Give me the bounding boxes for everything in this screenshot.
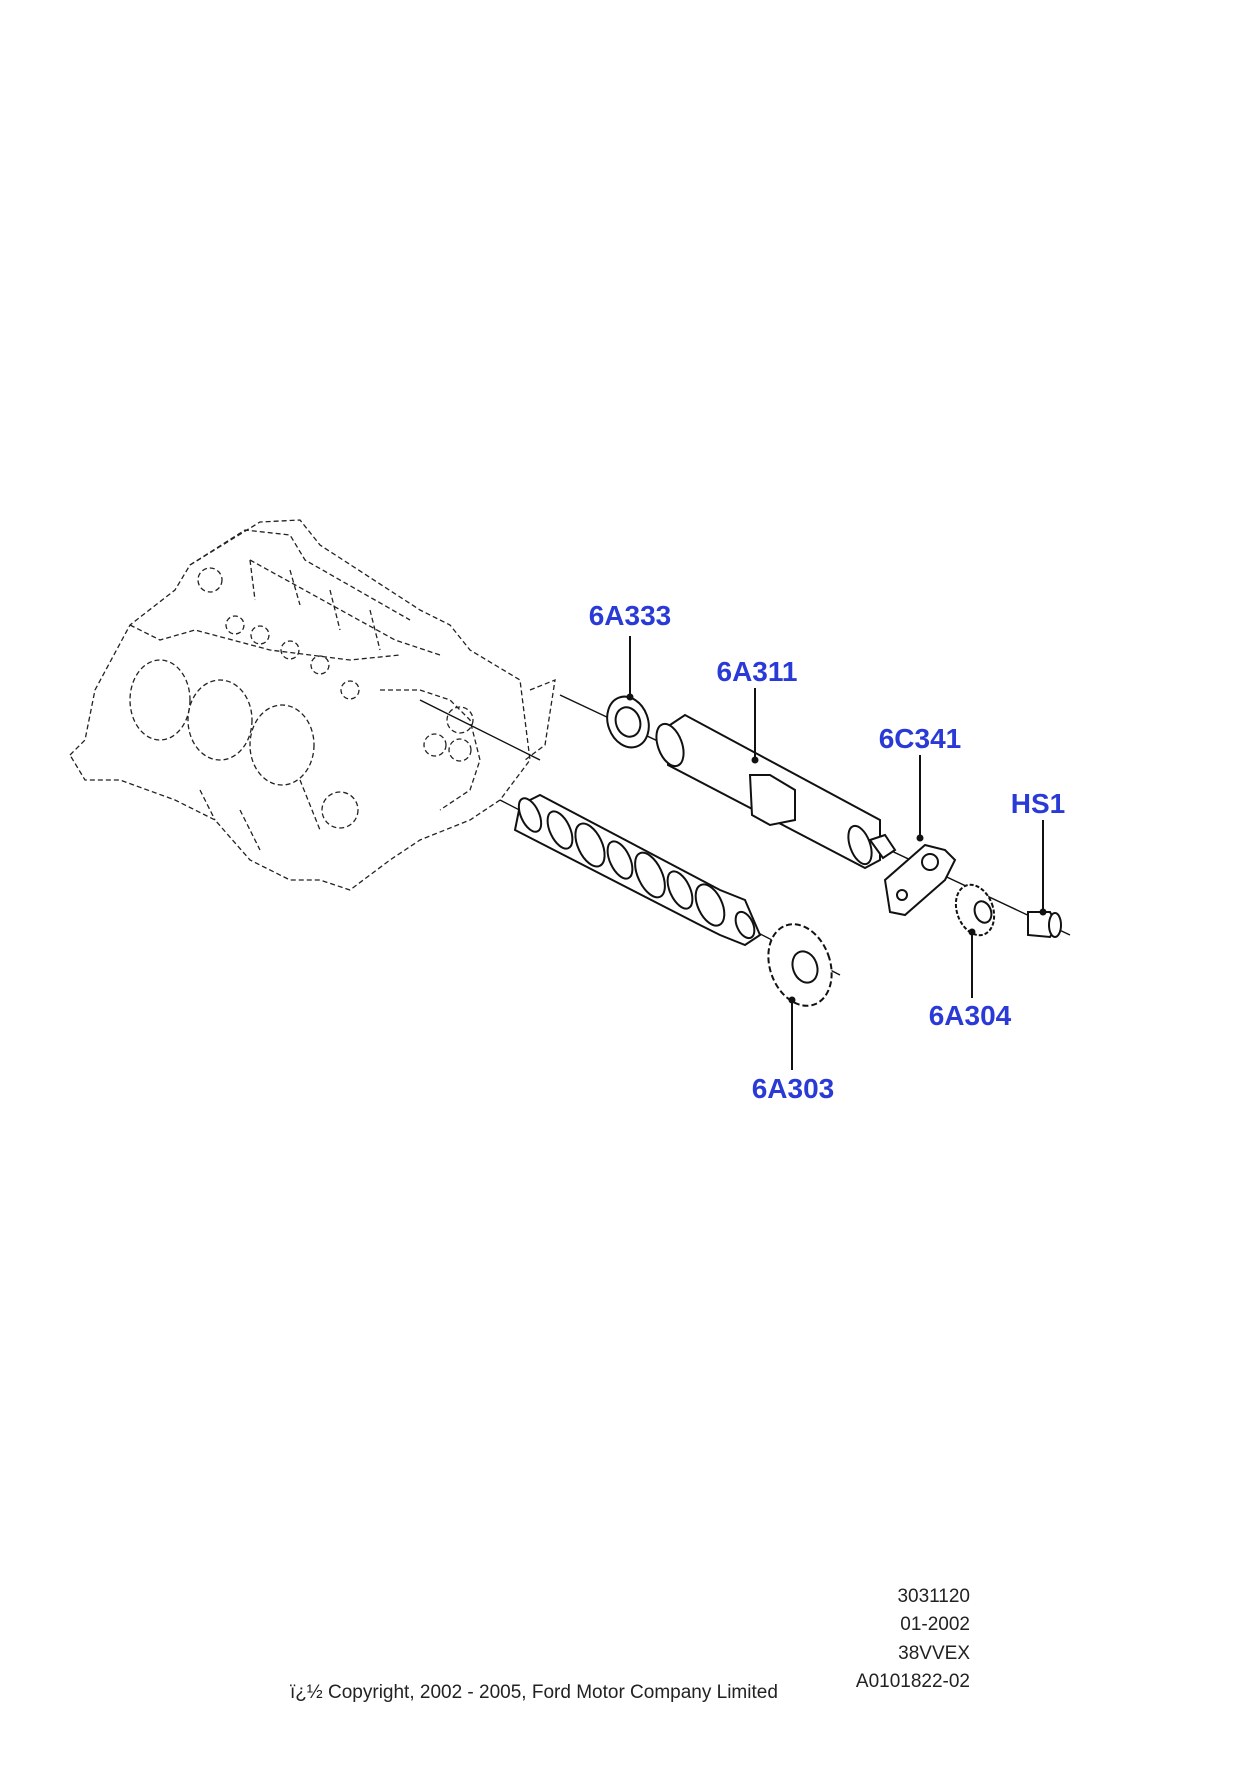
shaft-6A311 [655,713,897,870]
bolt-HS1 [1027,911,1062,939]
engine-block-outline [69,519,556,891]
camshaft [513,793,762,947]
reference-number: 3031120 [897,1586,970,1607]
callout-6A333: 6A333 [589,600,672,631]
callout-6C341: 6C341 [879,723,962,754]
leader-lines [626,636,1047,1070]
plate-6C341 [883,843,957,917]
reference-illustration-id: A0101822-02 [855,1671,970,1692]
reference-date: 01-2002 [900,1614,970,1635]
callout-6A303: 6A303 [752,1073,835,1104]
callout-HS1: HS1 [1011,788,1065,819]
callout-6A304: 6A304 [929,1000,1012,1031]
seal-6A333 [606,695,650,749]
callout-6A311: 6A311 [717,656,798,687]
sprocket-6A303 [767,923,833,1007]
reference-model: 38VVEX [898,1643,970,1664]
gear-6A304 [954,883,996,937]
copyright-notice: ï¿½ Copyright, 2002 - 2005, Ford Motor C… [290,1682,778,1703]
